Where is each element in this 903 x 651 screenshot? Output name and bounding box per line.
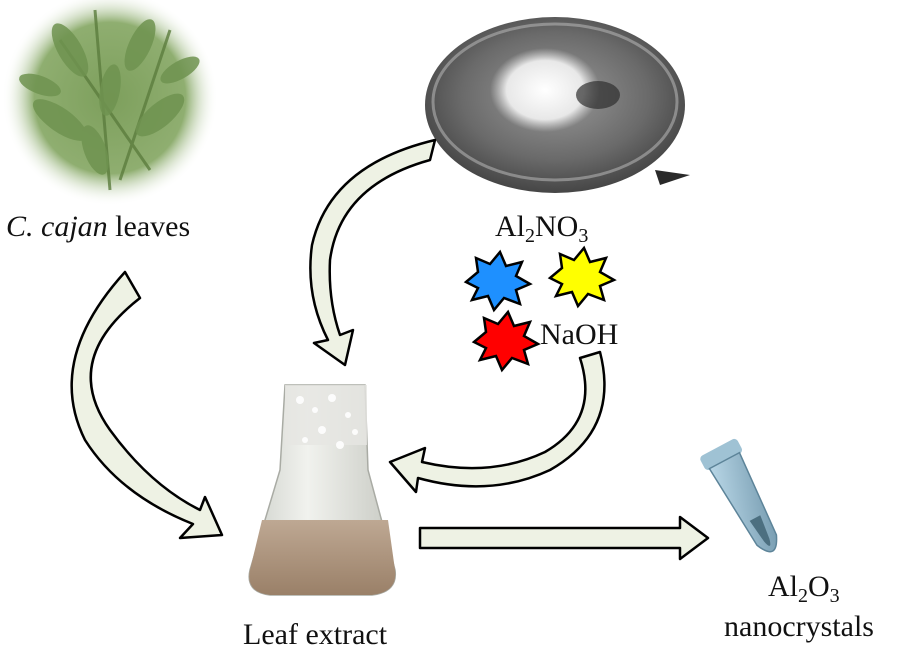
product-label: Al2O3 [768,570,840,607]
product-sub2: 3 [829,585,840,607]
arrow-dish-to-flask [309,138,437,367]
tube-photo [700,438,778,553]
precursor-no: NO [535,210,579,243]
arrow-naoh-to-flask [388,350,606,494]
extract-label: Leaf extract [243,618,388,651]
leaves-label: C. cajan leaves [6,212,190,242]
leaves-word: leaves [107,210,191,243]
arrow-flask-to-product [418,515,710,561]
precursor-dish-photo [425,17,690,193]
blue-burst [463,249,533,313]
red-burst [471,309,541,373]
species-name: C. cajan [6,210,108,243]
product-sub1: 2 [798,585,808,607]
flask-photo [248,384,397,596]
yellow-burst [547,245,617,309]
leaves-photo [2,0,218,206]
precursor-sub2: 3 [578,225,589,247]
precursor-label: Al2NO3 [495,210,589,247]
product-o: O [808,570,830,603]
product-line2: nanocrystals [724,610,874,643]
product-al: Al [768,570,798,603]
precursor-al: Al [495,210,525,243]
precursor-sub1: 2 [525,225,535,247]
arrow-leaves-to-flask [70,270,224,540]
naoh-label: NaOH [540,318,619,351]
